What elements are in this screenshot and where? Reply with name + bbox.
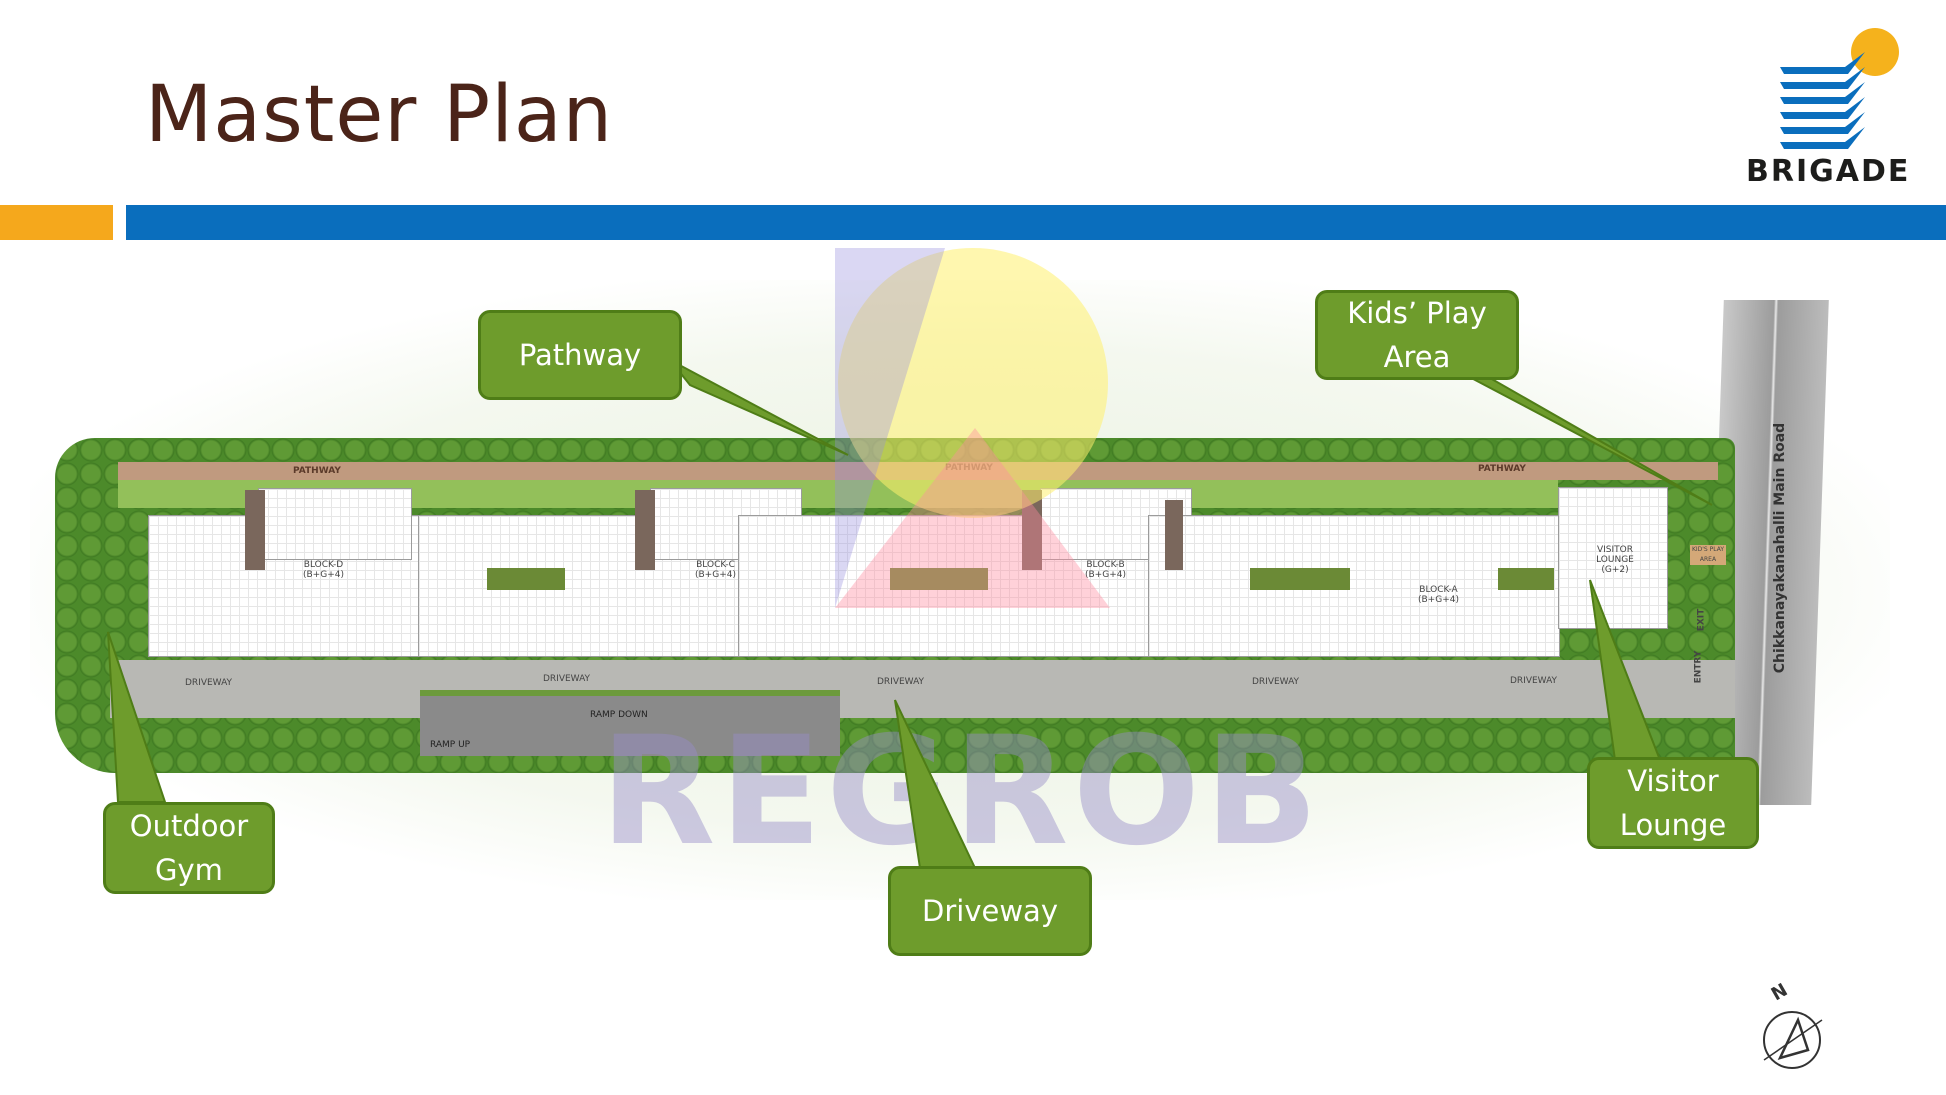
callout-visitor-lounge: Visitor Lounge	[1587, 757, 1759, 849]
driveway-label: DRIVEWAY	[185, 678, 233, 688]
callout-outdoor-gym: Outdoor Gym	[103, 802, 275, 894]
page-title: Master Plan	[145, 70, 614, 160]
pathway-label: PATHWAY	[1478, 464, 1526, 474]
driveway-label: DRIVEWAY	[1510, 676, 1558, 686]
driveway-strip	[110, 660, 1735, 718]
driveway-label: DRIVEWAY	[1252, 677, 1300, 687]
brigade-logo: BRIGADE	[1740, 22, 1920, 192]
building-sun-logo-icon	[1780, 28, 1899, 149]
stair-core	[245, 490, 265, 570]
basement-ramp	[420, 690, 840, 756]
block-d-label: BLOCK-D(B+G+4)	[303, 560, 344, 580]
block-c-label: BLOCK-C(B+G+4)	[695, 560, 736, 580]
driveway-label: DRIVEWAY	[877, 677, 925, 687]
block-b-label: BLOCK-B(B+G+4)	[1085, 560, 1126, 580]
accent-bar-orange	[0, 205, 113, 240]
courtyard	[1250, 568, 1350, 590]
courtyard	[1498, 568, 1554, 590]
watermark-circle	[838, 248, 1108, 518]
block-d-wing	[258, 488, 412, 560]
kids-play-area-label: KID'S PLAY AREA	[1690, 545, 1726, 565]
pathway-label: PATHWAY	[293, 466, 341, 476]
block-a-label: BLOCK-A(B+G+4)	[1418, 585, 1459, 605]
callout-kids-play-area: Kids’ Play Area	[1315, 290, 1519, 380]
callout-pathway: Pathway	[478, 310, 682, 400]
courtyard	[890, 568, 988, 590]
north-compass: N	[1750, 980, 1840, 1080]
brand-name: BRIGADE	[1746, 154, 1911, 189]
ramp-down-label: RAMP DOWN	[590, 710, 648, 720]
stair-core	[635, 490, 655, 570]
courtyard	[487, 568, 565, 590]
watermark-shapes	[835, 248, 1110, 608]
stair-core	[1022, 490, 1042, 570]
callout-driveway: Driveway	[888, 866, 1092, 956]
stair-core	[1165, 500, 1183, 570]
driveway-label: DRIVEWAY	[543, 674, 591, 684]
visitor-lounge-label: VISITOR LOUNGE(G+2)	[1596, 545, 1634, 575]
ramp-up-label: RAMP UP	[430, 740, 471, 750]
visitor-lounge-building	[1558, 487, 1668, 629]
accent-bar-blue	[126, 205, 1946, 240]
block-a-building	[1148, 515, 1560, 657]
compass-icon	[1763, 1011, 1823, 1069]
